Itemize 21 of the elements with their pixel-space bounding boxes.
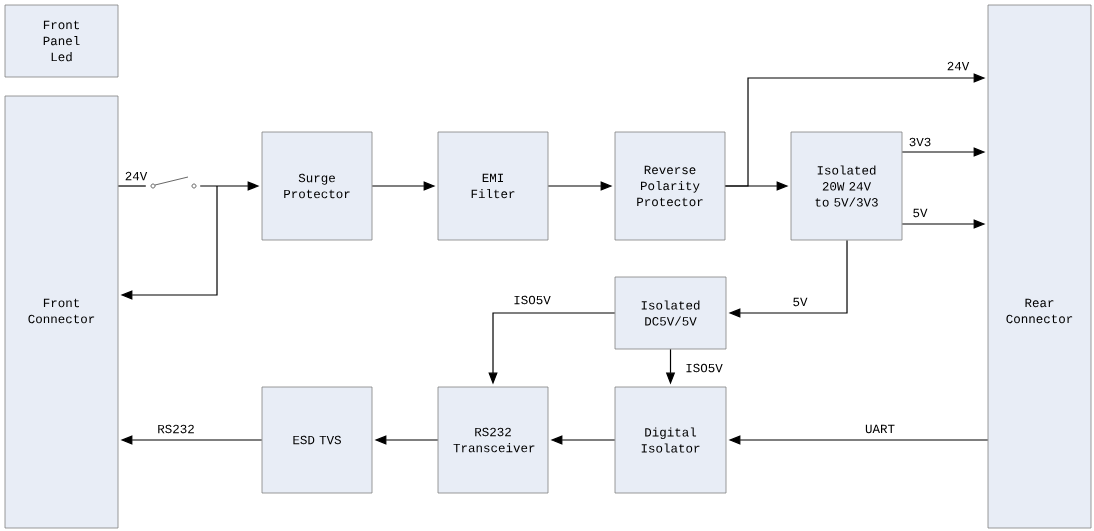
- connector-block: Rear Connector: [987, 4, 1092, 529]
- edge-label: RS232: [156, 423, 196, 435]
- process-box: Front Panel Led: [4, 4, 119, 78]
- process-box: Digital Isolator: [614, 386, 727, 494]
- process-box: Isolated 20W 24V to 5V/3V3: [790, 131, 903, 241]
- edge-label: 5V: [791, 296, 809, 308]
- process-box: Reverse Polarity Protector: [614, 131, 726, 241]
- edge-label: UART: [864, 423, 896, 435]
- process-box: ESD TVS: [261, 386, 373, 494]
- edge-label: 24V: [945, 60, 971, 72]
- edge-label: ISO5V: [684, 362, 724, 374]
- process-box: Surge Protector: [261, 131, 373, 241]
- switch-symbol: [150, 176, 197, 189]
- edge-label: 24V: [123, 170, 149, 182]
- connector-block: Front Connector: [4, 95, 119, 529]
- edge-label: 3V3: [907, 136, 933, 148]
- edge-label: 5V: [911, 207, 929, 219]
- process-box: Isolated DC5V/5V: [614, 276, 727, 350]
- edge-label: ISO5V: [512, 294, 552, 306]
- process-box: RS232 Transceiver: [437, 386, 549, 494]
- process-box: EMI Filter: [437, 131, 549, 241]
